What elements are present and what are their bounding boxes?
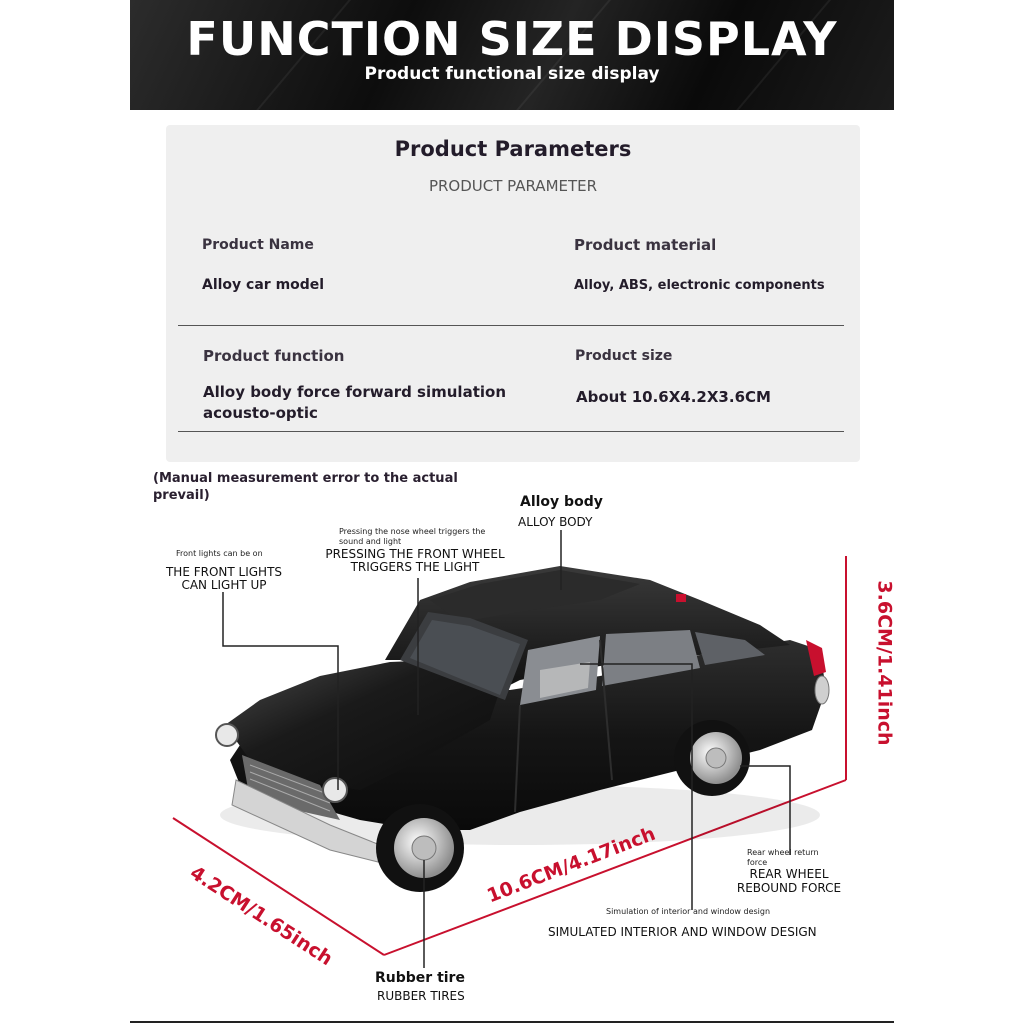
product-material-value: Alloy, ABS, electronic components	[574, 278, 825, 293]
front-lights-caption: THE FRONT LIGHTS	[165, 565, 283, 579]
car-body	[215, 566, 830, 863]
callout-leader-lines	[222, 530, 791, 968]
tire-caption: RUBBER TIRES	[377, 989, 465, 1003]
header-banner: FUNCTION SIZE DISPLAY Product functional…	[130, 0, 894, 110]
front-wheel-note: Pressing the nose wheel triggers the	[339, 527, 486, 536]
product-parameters-panel: Product Parameters PRODUCT PARAMETER Pro…	[166, 125, 860, 462]
banner-title: FUNCTION SIZE DISPLAY	[186, 12, 838, 66]
rear-wheel-caption-cont: REBOUND FORCE	[736, 881, 842, 895]
interior-caption: SIMULATED INTERIOR AND WINDOW DESIGN	[548, 925, 817, 939]
measurement-note-line: prevail)	[153, 488, 210, 503]
product-size-value: About 10.6X4.2X3.6CM	[576, 388, 771, 406]
product-name-label: Product Name	[202, 237, 314, 253]
height-dimension-label: 3.6CM/1.41inch	[873, 580, 896, 746]
product-name-value: Alloy car model	[202, 277, 325, 293]
front-wheel-caption: PRESSING THE FRONT WHEEL	[325, 547, 505, 561]
product-function-label: Product function	[203, 347, 345, 365]
rear-wheel-note: Rear wheel return	[747, 848, 819, 857]
product-function-value: Alloy body force forward simulation	[203, 383, 506, 401]
dimension-lines	[172, 556, 847, 956]
front-lights-note: Front lights can be on	[176, 549, 263, 558]
banner-subtitle: Product functional size display	[364, 64, 660, 84]
length-line	[383, 779, 847, 956]
width-line	[172, 817, 385, 956]
rear-wheel	[674, 720, 750, 796]
front-lights-caption-cont: CAN LIGHT UP	[181, 578, 267, 592]
measurement-note-line: (Manual measurement error to the actual	[153, 471, 458, 486]
product-material-label: Product material	[574, 236, 717, 254]
parameters-title: Product Parameters	[394, 137, 632, 161]
alloy-body-caption: ALLOY BODY	[518, 515, 593, 529]
front-wheel-caption-cont: TRIGGERS THE LIGHT	[350, 560, 480, 574]
front-wheel	[376, 804, 464, 892]
interior-note: Simulation of interior and window design	[606, 907, 771, 916]
product-size-label: Product size	[575, 348, 673, 364]
bottom-divider	[130, 1021, 894, 1023]
product-function-value-cont: acousto-optic	[203, 404, 318, 422]
alloy-body-title: Alloy body	[520, 494, 603, 510]
divider	[178, 431, 844, 432]
front-wheel-note-cont: sound and light	[339, 537, 402, 546]
measurement-note: (Manual measurement error to the actual …	[153, 470, 473, 504]
parameters-subtitle: PRODUCT PARAMETER	[428, 177, 598, 195]
divider	[178, 325, 844, 326]
rear-wheel-note-cont: force	[747, 858, 768, 867]
rear-wheel-caption: REAR WHEEL	[749, 867, 829, 881]
tire-title: Rubber tire	[375, 970, 465, 986]
